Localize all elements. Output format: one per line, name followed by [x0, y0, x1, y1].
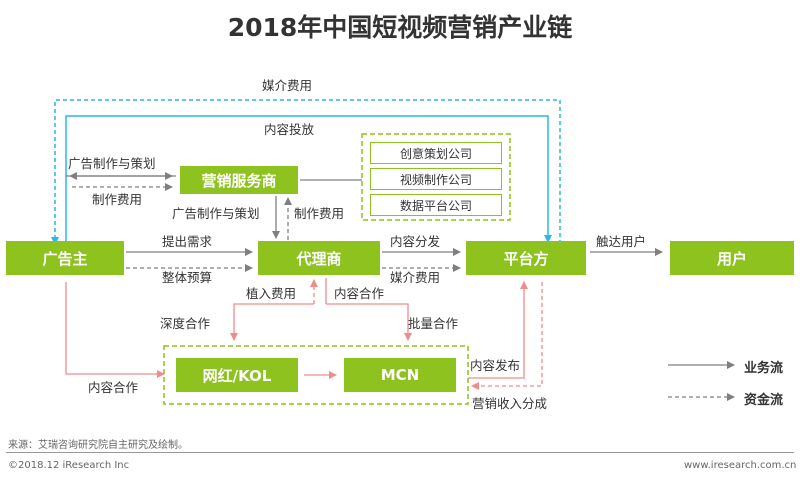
- service-company-data: 数据平台公司: [370, 194, 502, 216]
- kol-node: 网红/KOL: [176, 358, 298, 392]
- legend-business-label: 业务流: [744, 361, 784, 376]
- deep-coop-line: [230, 303, 314, 341]
- service-company-creative: 创意策划公司: [370, 142, 502, 164]
- content-publish-label: 内容发布: [470, 358, 521, 373]
- reach-user-label: 触达用户: [596, 234, 647, 249]
- marketing-service-node: 营销服务商: [180, 166, 298, 194]
- content-coop-left-label: 内容合作: [88, 380, 139, 395]
- agency-node: 代理商: [258, 241, 380, 275]
- advertiser-node: 广告主: [6, 241, 124, 275]
- marketing-revenue-line: [471, 282, 543, 390]
- content-coop-label: 内容合作: [334, 286, 385, 301]
- source-note: 来源：艾瑞咨询研究院自主研究及绘制。: [8, 440, 188, 451]
- overall-budget-label: 整体预算: [162, 270, 213, 285]
- ad-production-label-2: 广告制作与策划: [172, 206, 260, 221]
- deep-coop-label: 深度合作: [160, 316, 211, 331]
- bulk-coop-label: 批量合作: [408, 316, 459, 331]
- service-company-video: 视频制作公司: [370, 168, 502, 190]
- platform-node: 平台方: [466, 241, 586, 275]
- bulk-coop-line: [326, 303, 412, 341]
- production-fee-label: 制作费用: [92, 192, 143, 207]
- submit-request-label: 提出需求: [162, 234, 213, 249]
- user-node: 用户: [670, 241, 794, 275]
- website: www.iresearch.com.cn: [684, 460, 797, 471]
- footer-divider: [6, 452, 794, 453]
- mcn-node: MCN: [344, 358, 456, 392]
- content-publish-line: [468, 281, 528, 379]
- production-fee-label-2: 制作费用: [294, 206, 345, 221]
- content-distribution-label: 内容分发: [390, 234, 441, 249]
- page-title: 2018年中国短视频营销产业链: [227, 13, 573, 42]
- placement-fee-label: 植入费用: [246, 286, 297, 301]
- media-fee-top-label: 媒介费用: [262, 78, 313, 93]
- content-delivery-line: [65, 115, 552, 244]
- content-coop-left-line: [65, 282, 165, 378]
- marketing-revenue-label: 营销收入分成: [472, 396, 548, 411]
- creator-group: [163, 345, 469, 405]
- service-companies-group: [361, 133, 511, 221]
- media-fee-top-line: [51, 99, 561, 245]
- content-delivery-label: 内容投放: [264, 122, 315, 137]
- media-fee-label: 媒介费用: [390, 270, 441, 285]
- copyright: ©2018.12 iResearch Inc: [8, 460, 130, 471]
- ad-production-label: 广告制作与策划: [68, 156, 156, 171]
- legend-fund-label: 资金流: [744, 393, 784, 408]
